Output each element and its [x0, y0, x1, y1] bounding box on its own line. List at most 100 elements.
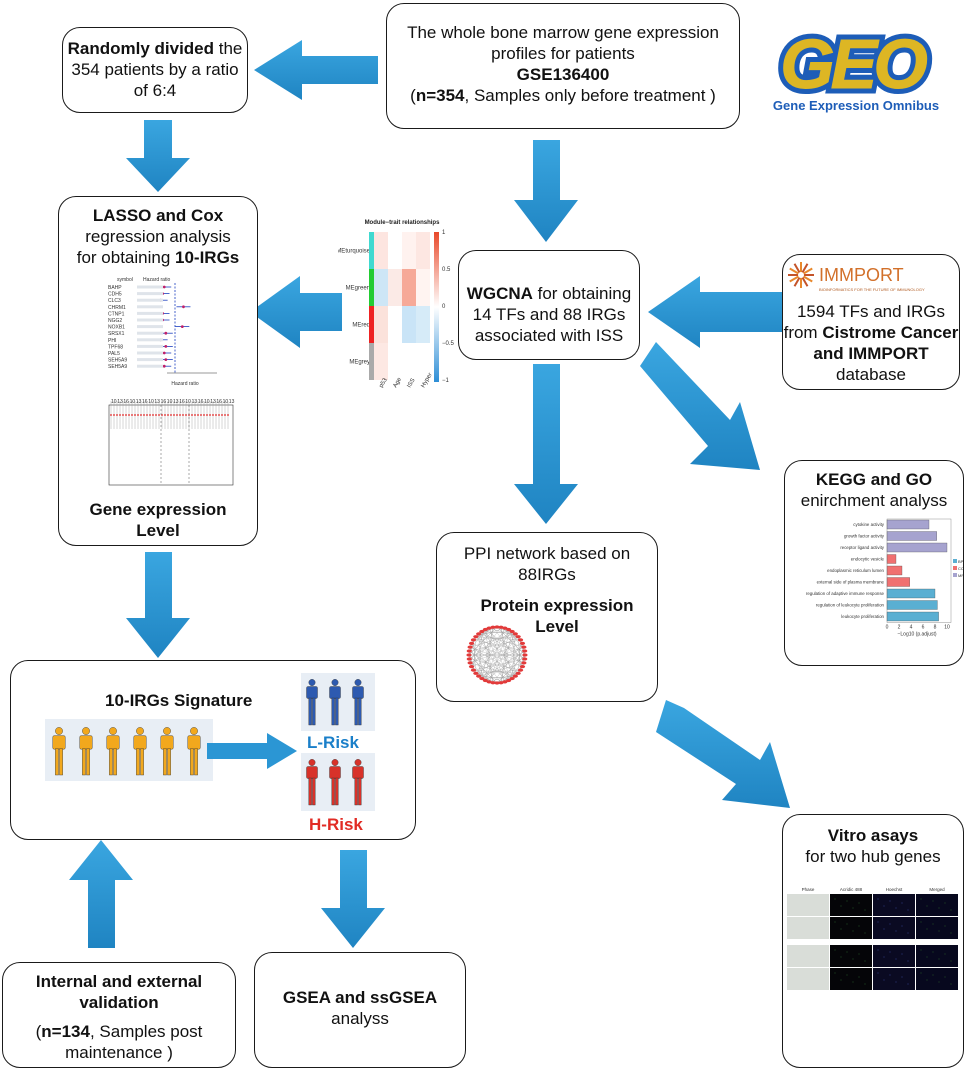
- arrow-to-random: [254, 40, 378, 100]
- scale-tick: 1: [442, 230, 446, 236]
- enrich-bar: [886, 531, 937, 541]
- enrich-term-label: endocytic vesicle: [851, 557, 885, 562]
- enrich-bar: [886, 519, 930, 530]
- trait-label: p53: [379, 377, 390, 388]
- enrich-tick: 4: [910, 625, 913, 631]
- forest-plot: symbol Hazard ratio BAHPCDH5CLC3CHRM1CTN…: [108, 277, 217, 387]
- arrow-wgcna-to-lasso: [250, 276, 342, 348]
- forest-gene-label: PAL5: [108, 351, 120, 357]
- svg-text:Hazard ratio: Hazard ratio: [171, 381, 198, 387]
- wgcna-box: WGCNA for obtaining 14 TFs and 88 IRGs a…: [458, 250, 640, 360]
- svg-text:13: 13: [210, 399, 216, 405]
- legend-swatch: [953, 559, 957, 563]
- enrich-bar: [886, 554, 897, 564]
- forest-gene-label: CHRM1: [108, 305, 126, 311]
- svg-text:GEO: GEO: [780, 25, 927, 103]
- enrich-tick: 6: [922, 625, 925, 631]
- ppi-node: [515, 671, 521, 675]
- person-icon: [160, 727, 174, 776]
- random-line2: 354 patients by a ratio: [71, 60, 239, 79]
- validation-line4: maintenance ): [65, 1043, 173, 1062]
- kegg-go-box: KEGG and GO enirchment analyss cytokine …: [784, 460, 964, 666]
- arrow-to-vitro: [656, 700, 790, 808]
- enrich-term-label: regulation of adaptive immune response: [806, 591, 885, 596]
- arrow-to-wgcna: [514, 140, 578, 242]
- forest-gene-label: TPF68: [108, 344, 123, 350]
- forest-gene-label: CLC3: [108, 298, 121, 304]
- svg-text:13: 13: [173, 399, 179, 405]
- arrow-to-lasso: [126, 120, 190, 192]
- ppi-node: [494, 681, 500, 685]
- ppi-node: [512, 674, 518, 678]
- legend-label: BP: [958, 559, 963, 564]
- forest-gene-label: SEH5A9: [108, 364, 127, 370]
- person-icon: [352, 759, 364, 806]
- immport-box: IMMPORT BIOINFORMATICS FOR THE FUTURE OF…: [782, 254, 960, 390]
- svg-text:13: 13: [117, 399, 123, 405]
- immport-line4: database: [836, 365, 906, 384]
- person-icon: [306, 679, 318, 726]
- high-risk-label: H-Risk: [309, 815, 363, 834]
- vitro-panel: [916, 968, 958, 990]
- ppi-node: [466, 653, 472, 657]
- ppi-line1: PPI network based on: [463, 544, 631, 563]
- ppi-network: [466, 625, 528, 685]
- ppi-node: [517, 638, 524, 642]
- ppi-node: [490, 681, 496, 685]
- lasso-footer2: Level: [136, 521, 180, 540]
- signature-box: 10-IRGs Signature L-Risk H-Risk: [10, 660, 416, 840]
- forest-point: [162, 364, 166, 368]
- svg-text:10: 10: [204, 399, 210, 405]
- svg-text:16: 16: [142, 399, 148, 405]
- ppi-node: [467, 661, 473, 665]
- forest-gene-label: CTNP1: [108, 311, 125, 317]
- svg-text:10: 10: [185, 399, 191, 405]
- wgcna-bold: WGCNA: [466, 284, 533, 303]
- enrich-bar: [886, 588, 936, 599]
- gsea-box: GSEA and ssGSEA analyss: [254, 952, 466, 1068]
- validation-line2: validation: [79, 993, 159, 1012]
- classify-arrow: [207, 733, 297, 769]
- ppi-node: [466, 657, 472, 661]
- patient-group: [45, 719, 213, 781]
- ppi-node: [502, 626, 508, 630]
- forest-gene-label: BAHP: [108, 285, 122, 291]
- heatmap-title: Module−trait relationships: [365, 220, 441, 226]
- vitro-panel: [916, 917, 958, 939]
- module-label: MEred: [352, 323, 370, 329]
- ppi-node: [506, 627, 512, 632]
- module-label: MEturquoise: [338, 249, 371, 255]
- ppi-node: [476, 674, 482, 678]
- arrow-to-kegg: [640, 342, 760, 470]
- person-icon: [52, 727, 66, 776]
- immport-star-icon: [788, 262, 814, 288]
- svg-text:10: 10: [223, 399, 229, 405]
- forest-point: [164, 345, 168, 348]
- vitro-header: Hoechst: [886, 887, 903, 892]
- vitro-subtitle: for two hub genes: [805, 847, 941, 866]
- forest-point: [162, 285, 166, 289]
- geo-logo: GEO GEO Gene Expression Omnibus: [752, 10, 962, 120]
- svg-text:10: 10: [148, 399, 154, 405]
- ppi-node: [502, 680, 508, 684]
- signature-title: 10-IRGs Signature: [105, 691, 253, 710]
- svg-text:16: 16: [216, 399, 222, 405]
- kegg-title: KEGG and GO: [815, 470, 933, 489]
- person-icon: [79, 727, 93, 776]
- ppi-node: [476, 632, 482, 636]
- lasso-line2: regression analysis: [85, 227, 231, 246]
- ppi-node: [468, 665, 475, 669]
- geo-logo-letters: GEO: [780, 25, 927, 103]
- high-risk-group: [301, 753, 375, 811]
- ppi-node: [468, 641, 475, 645]
- person-icon: [329, 679, 341, 726]
- trait-label: Age: [393, 376, 404, 388]
- enrich-bar: [886, 611, 939, 622]
- svg-text:16: 16: [123, 399, 129, 405]
- svg-text:13: 13: [136, 399, 142, 405]
- wgcna-line3: associated with ISS: [474, 326, 624, 345]
- vitro-panel: [873, 917, 915, 939]
- vitro-panel: [830, 917, 872, 939]
- ppi-line2: 88IRGs: [518, 565, 576, 584]
